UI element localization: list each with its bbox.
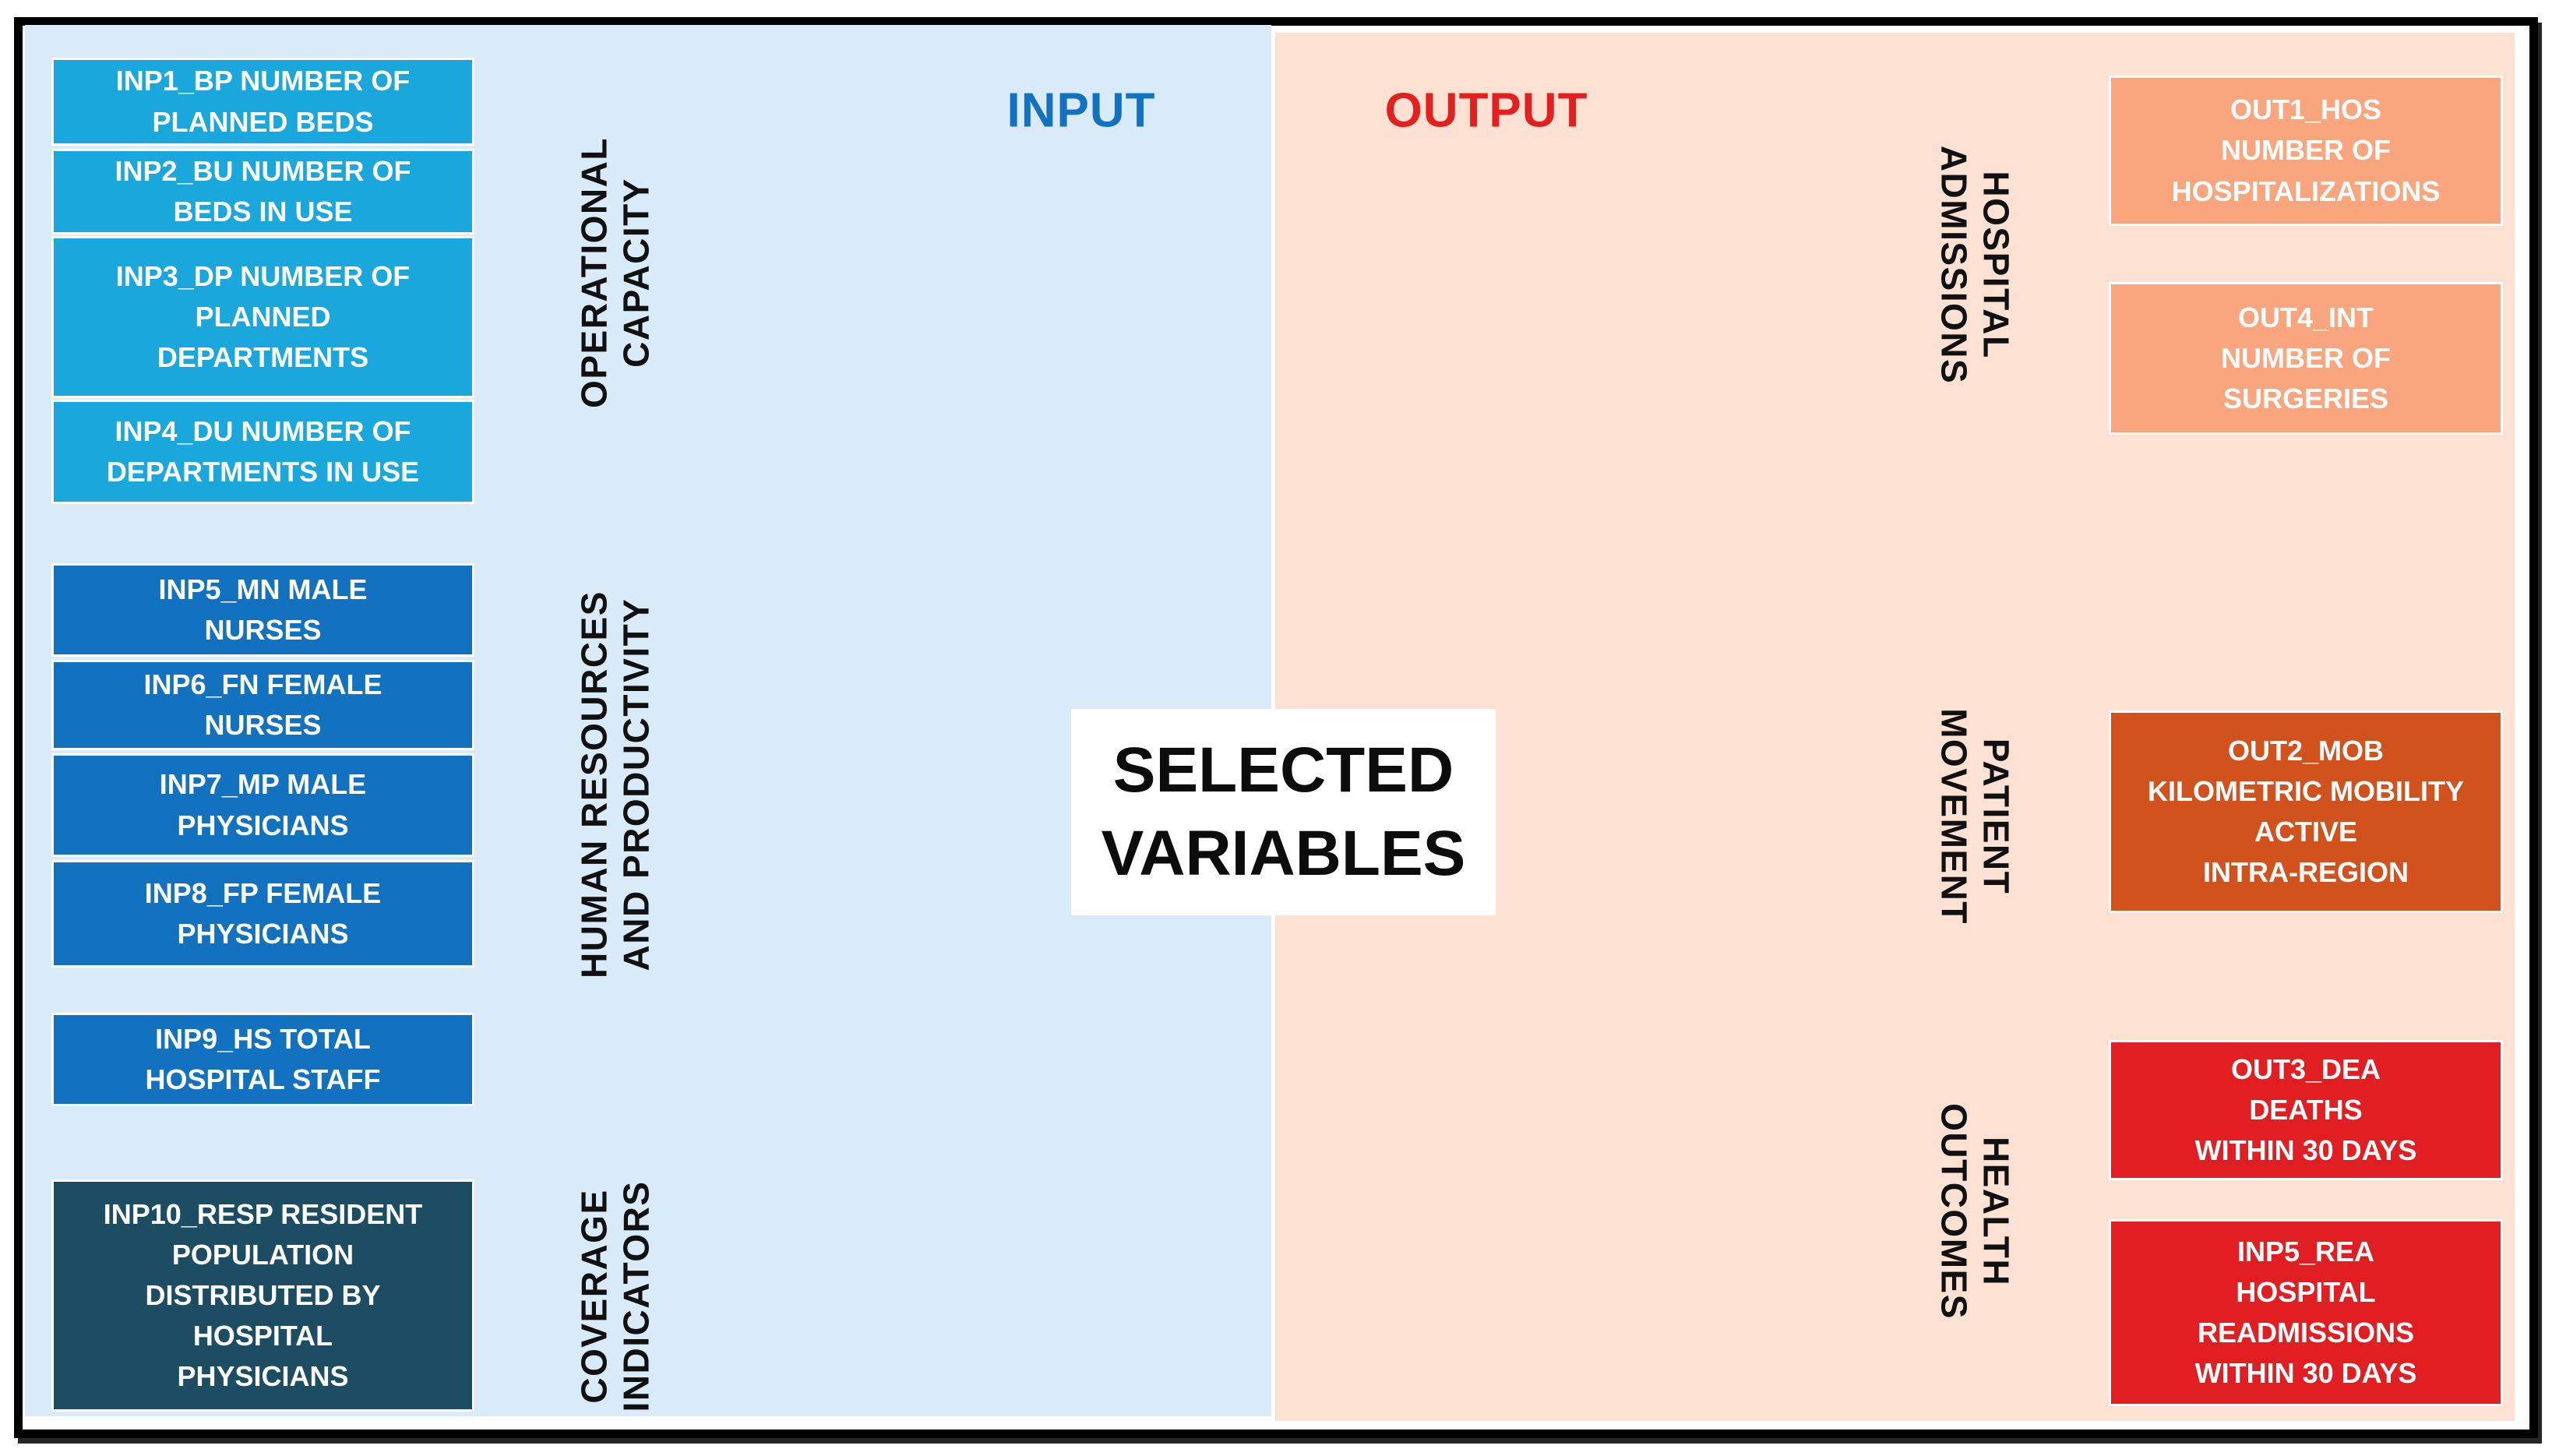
group-label-patient-movement: PATIENT MOVEMENT (1933, 708, 2017, 925)
group-label-hospital-admissions: HOSPITAL ADMISSIONS (1933, 145, 2017, 385)
input-header: INPUT (1006, 83, 1156, 138)
group-label-health-outcomes: HEALTH OUTCOMES (1933, 1103, 2017, 1320)
variable-box-out2-kilometric-mobility: OUT2_MOB KILOMETRIC MOBILITY ACTIVE INTR… (2109, 710, 2503, 913)
variable-box-inp5-rea-readmissions-30-days: INP5_REA HOSPITAL READMISSIONS WITHIN 30… (2109, 1219, 2503, 1406)
variable-box-out1-hospitalizations: OUT1_HOS NUMBER OF HOSPITALIZATIONS (2109, 76, 2503, 226)
variable-box-inp8-female-physicians: INP8_FP FEMALE PHYSICIANS (51, 860, 474, 968)
variable-box-out4-surgeries: OUT4_INT NUMBER OF SURGERIES (2109, 282, 2503, 435)
group-label-coverage-indicators: COVERAGE INDICATORS (573, 1180, 657, 1412)
variable-box-inp6-female-nurses: INP6_FN FEMALE NURSES (51, 660, 474, 750)
variable-box-inp5-male-nurses: INP5_MN MALE NURSES (51, 563, 474, 657)
group-label-human-resources-productivity: HUMAN RESOURCES AND PRODUCTIVITY (573, 591, 657, 978)
output-header: OUTPUT (1384, 83, 1588, 138)
variable-box-inp10-resident-population: INP10_RESP RESIDENT POPULATION DISTRIBUT… (51, 1179, 474, 1412)
variable-box-inp7-male-physicians: INP7_MP MALE PHYSICIANS (51, 753, 474, 857)
variable-box-inp9-total-hospital-staff: INP9_HS TOTAL HOSPITAL STAFF (51, 1013, 474, 1106)
group-label-operational-capacity: OPERATIONAL CAPACITY (573, 137, 657, 408)
variable-box-inp4-departments-in-use: INP4_DU NUMBER OF DEPARTMENTS IN USE (51, 400, 474, 504)
variable-box-inp1-planned-beds: INP1_BP NUMBER OF PLANNED BEDS (51, 58, 474, 146)
variable-box-inp3-planned-departments: INP3_DP NUMBER OF PLANNED DEPARTMENTS (51, 236, 474, 398)
variable-box-out3-deaths-30-days: OUT3_DEA DEATHS WITHIN 30 DAYS (2109, 1040, 2503, 1180)
selected-variables-title: SELECTED VARIABLES (1071, 709, 1496, 915)
variable-box-inp2-beds-in-use: INP2_BU NUMBER OF BEDS IN USE (51, 149, 474, 234)
